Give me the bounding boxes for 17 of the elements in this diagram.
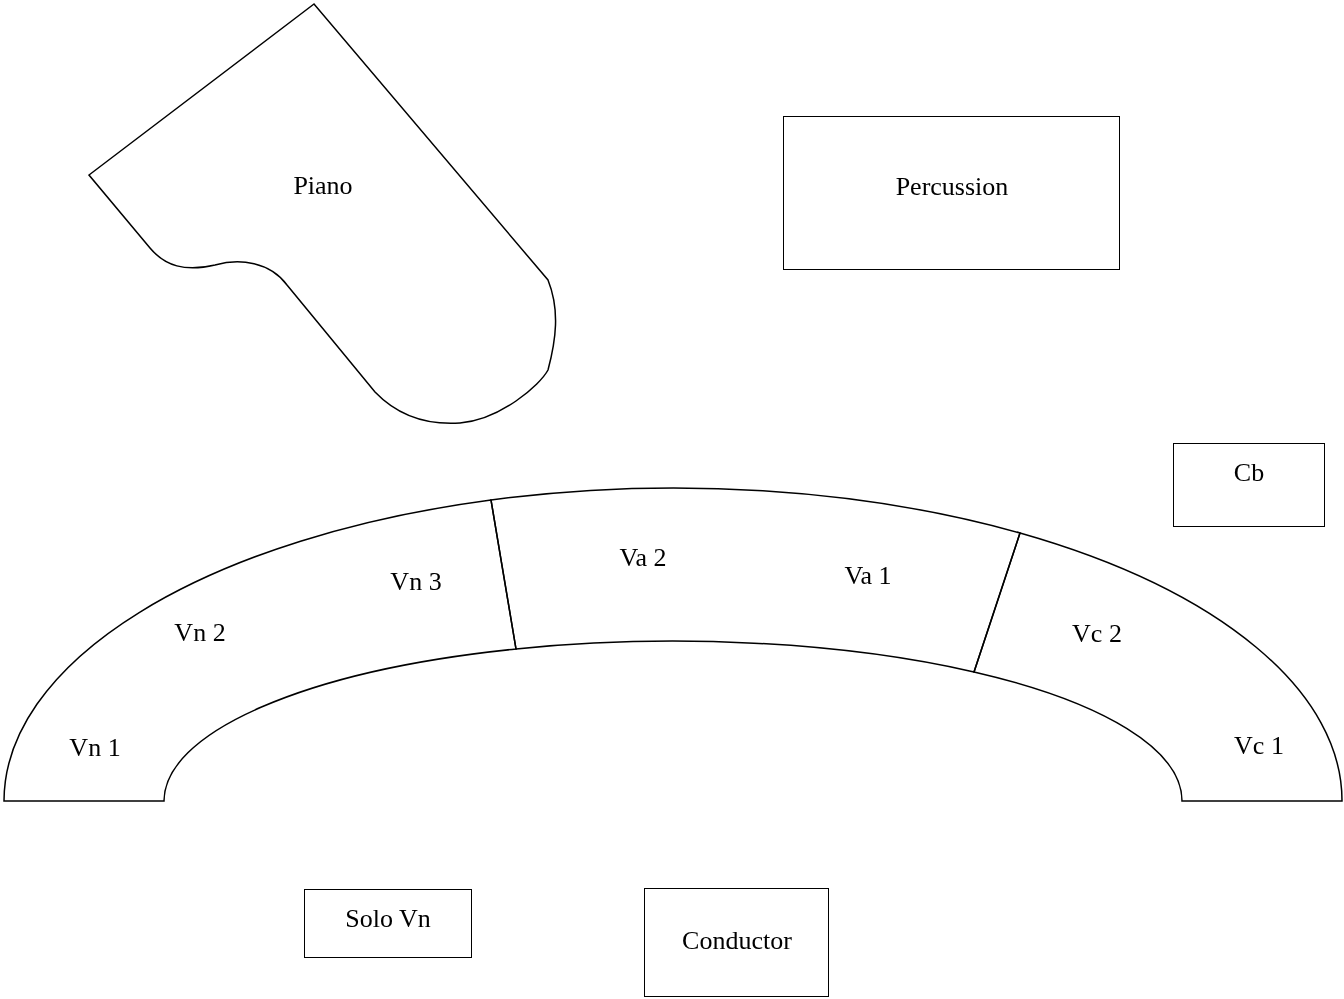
instrument-label: Conductor [682,928,792,954]
seating-section [972,531,1344,802]
section-label: Va 2 [619,545,667,571]
instrument-box [783,116,1120,270]
instrument-box [304,889,472,958]
section-label: Vn 2 [174,620,226,646]
section-label: Vn 3 [390,569,442,595]
instrument-label: Percussion [895,174,1009,200]
instrument-label: Piano [293,173,353,199]
podium-box [644,888,829,997]
instrument-box [1173,443,1325,527]
section-label: Vn 1 [69,735,121,761]
instrument-label: Cb [1233,460,1265,486]
section-label: Vc 2 [1072,621,1122,647]
section-label: Vc 1 [1234,733,1284,759]
section-label: Va 1 [844,563,892,589]
instrument-label: Solo Vn [345,906,431,932]
